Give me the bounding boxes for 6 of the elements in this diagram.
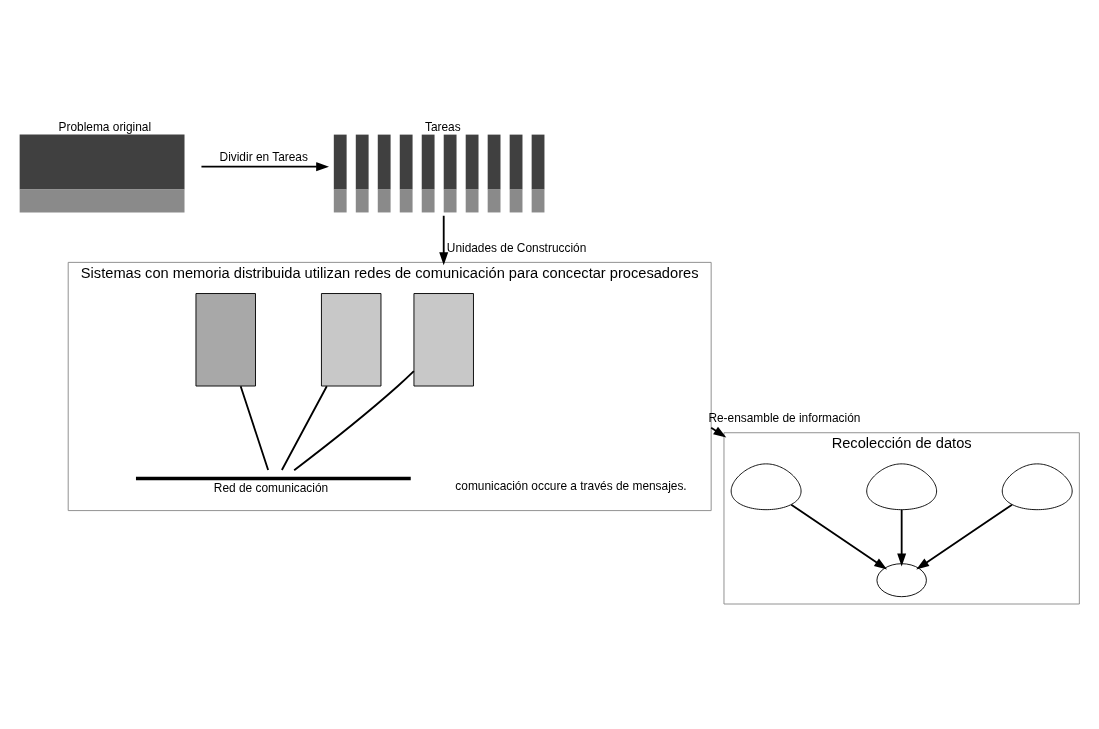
node-label: comunicación occure a través de mensajes. — [455, 478, 687, 493]
edge-label: Dividir en Tareas — [219, 149, 308, 164]
node-label: Red de comunicación — [213, 480, 329, 495]
node-label: Tareas — [424, 120, 461, 135]
node-label: Problema original — [58, 120, 152, 135]
edge-label: Unidades de Construcción — [446, 240, 587, 255]
